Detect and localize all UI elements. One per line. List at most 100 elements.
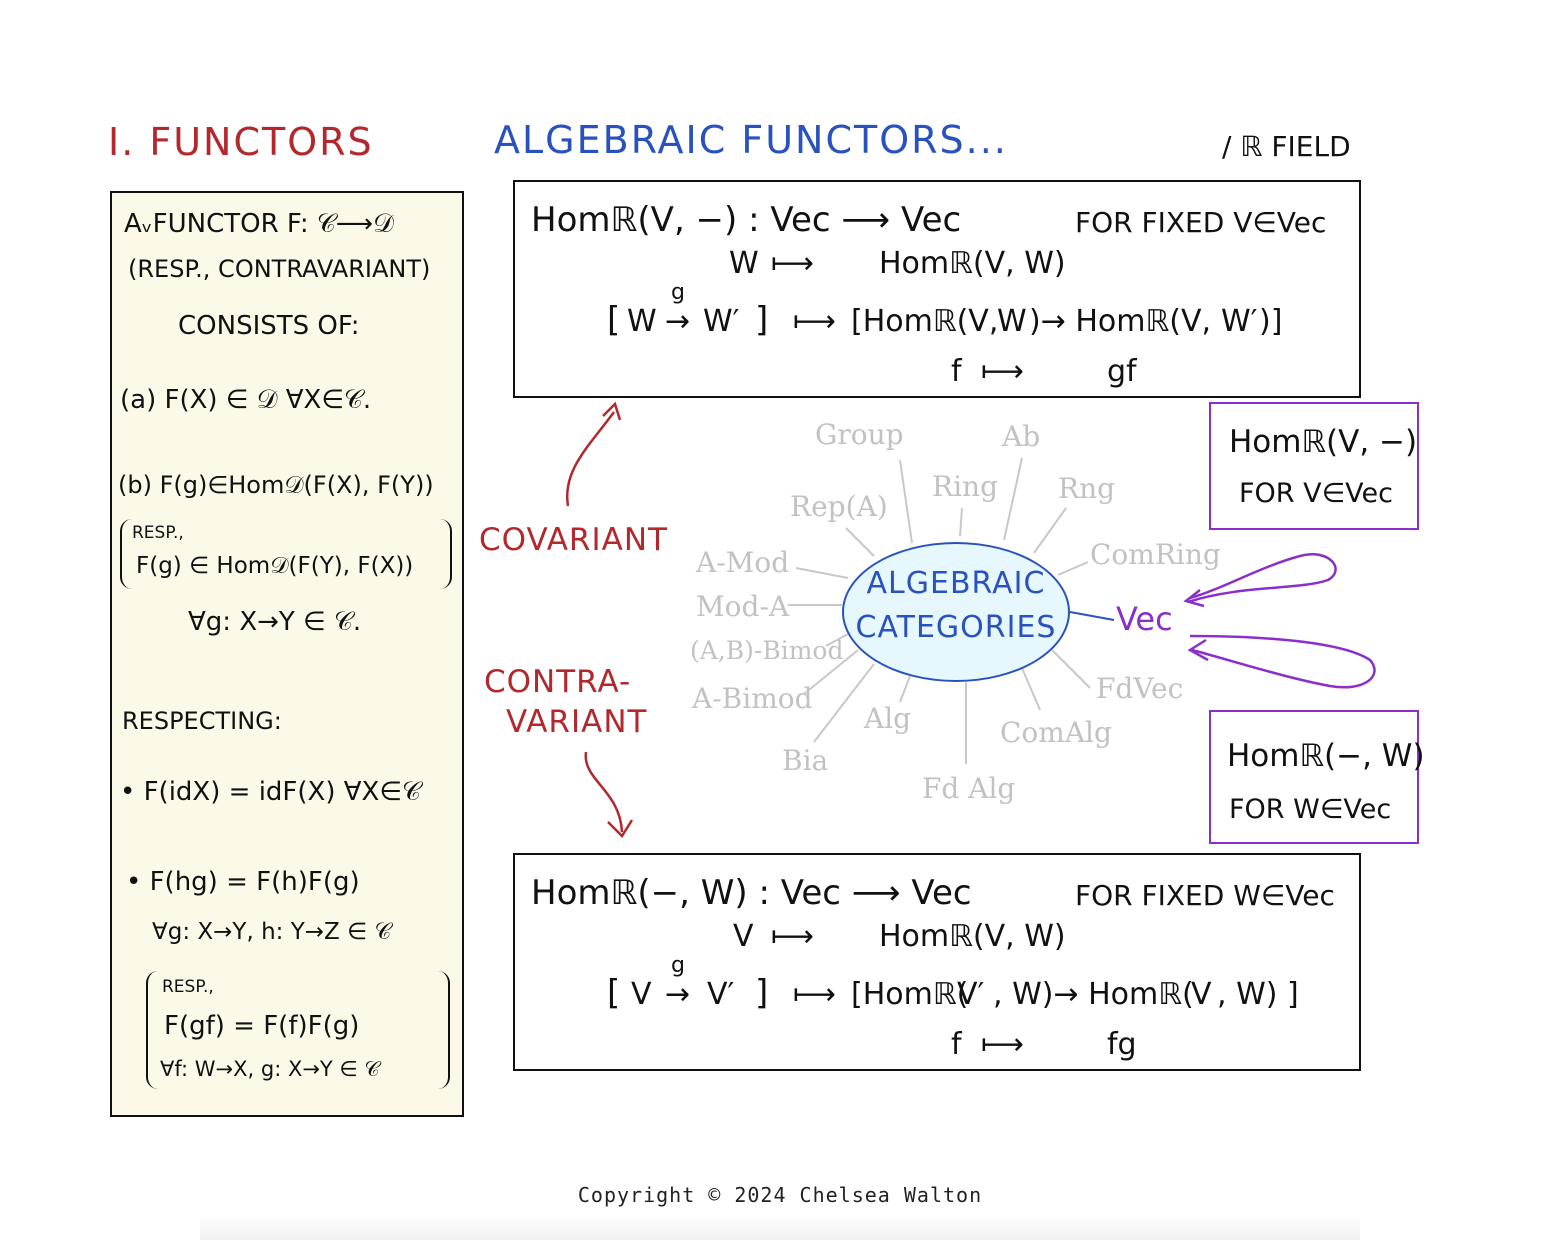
contravariant-label-line-1: CONTRA- — [484, 664, 632, 700]
category-abimod: A-Bimod — [692, 682, 813, 715]
covariant-morphism-target: W′ — [703, 304, 740, 339]
spoke-ring — [959, 507, 963, 537]
contravariant-morphism-g: g — [671, 953, 685, 978]
covariant-morphism-g: g — [671, 280, 685, 305]
contravariant-hom-target-v: V — [1191, 977, 1212, 1012]
resp-formula-2-condition: ∀f: W→X, g: X→Y ∈ 𝒞 — [160, 1057, 380, 1081]
covariant-functor: Homℝ(V, −) : Vec ⟶ Vec — [531, 200, 962, 240]
contravariant-element-maps-to: ⟼ — [981, 1027, 1025, 1062]
respecting-label: RESPECTING: — [122, 707, 282, 735]
spoke-comring — [1057, 561, 1089, 576]
copyright-notice: Copyright © 2024 Chelsea Walton — [577, 1183, 983, 1207]
category-moda: Mod-A — [696, 590, 790, 623]
contravariant-arrow-head — [607, 819, 634, 838]
covariant-loop-arrow — [1187, 553, 1337, 604]
contravariant-element-f: f — [951, 1027, 962, 1062]
category-amod: A-Mod — [696, 546, 790, 579]
contravariant-hom-source-v: V′ — [957, 977, 985, 1012]
spoke-abimod — [803, 649, 859, 695]
main-title: ALGEBRAIC FUNCTORS... — [494, 118, 1008, 162]
category-rng: Rng — [1058, 472, 1116, 505]
contravariant-bracket-close: ] — [755, 973, 769, 1013]
spoke-bia — [813, 663, 875, 743]
contravariant-hom-box: Homℝ(−, W) : Vec ⟶ Vec FOR FIXED W∈Vec V… — [513, 853, 1361, 1071]
covariant-hom-source-open: [Homℝ(V, — [851, 304, 999, 339]
covariant-hom-target-w: W′ — [1221, 304, 1258, 339]
resp-label-2: RESP., — [162, 977, 214, 997]
spoke-ab — [1003, 457, 1023, 541]
resp-formula-1: F(g) ∈ Hom𝒟(F(Y), F(X)) — [136, 553, 414, 579]
category-fdalg: Fd Alg — [922, 772, 1016, 805]
spoke-fdvec — [1051, 649, 1091, 689]
definition-line-3: CONSISTS OF: — [178, 311, 360, 341]
hub-spokes — [788, 457, 1091, 764]
contravariant-bracket-open: [ — [607, 973, 621, 1013]
contravariant-arrow — [584, 751, 624, 833]
category-ring: Ring — [932, 470, 998, 503]
resp2-paren-right — [438, 971, 450, 1089]
hub-line-2: CATEGORIES — [855, 610, 1057, 645]
spoke-rng — [1033, 507, 1067, 554]
bullet-composition: • F(hg) = F(h)F(g) — [126, 867, 360, 897]
category-vec: Vec — [1116, 600, 1173, 638]
covariant-bracket-open: [ — [607, 300, 621, 340]
covariant-loop-head — [1183, 589, 1205, 608]
spoke-bimodab — [825, 633, 849, 647]
covariant-label: COVARIANT — [479, 522, 668, 558]
resp-formula-2: F(gf) = F(f)F(g) — [164, 1011, 360, 1041]
bullet-identity: • F(idX) = idF(X) ∀X∈𝒞 — [120, 777, 421, 807]
covariant-arrow — [565, 411, 616, 507]
contravariant-hom-close: , W) ] — [1217, 977, 1299, 1012]
category-bia: Bia — [782, 744, 829, 777]
spoke-vec — [1069, 611, 1115, 621]
contravariant-functor-box: Homℝ(−, W) FOR W∈Vec — [1209, 710, 1425, 844]
covariant-hom-mid: )→ Homℝ(V, — [1029, 304, 1212, 339]
resp-paren-right — [440, 519, 452, 589]
covariant-functor-box: Homℝ(V, −) FOR V∈Vec — [1209, 402, 1419, 530]
contravariant-functor: Homℝ(−, W) : Vec ⟶ Vec — [531, 873, 972, 913]
contravariant-loop-arrow — [1189, 634, 1376, 689]
resp2-paren-left — [146, 971, 158, 1089]
spoke-amod — [795, 567, 849, 579]
covariant-functor-box-line-2: FOR V∈Vec — [1239, 478, 1393, 509]
covariant-morphism-source: W — [627, 304, 657, 339]
forall-g: ∀g: X→Y ∈ 𝒞. — [188, 607, 362, 637]
covariant-bracket-close: ] — [755, 300, 769, 340]
resp-paren-left — [120, 519, 132, 589]
bottom-shade — [200, 1215, 1360, 1240]
covariant-element-maps-to: ⟼ — [981, 354, 1025, 389]
spoke-group — [899, 459, 913, 544]
contravariant-fixed-note: FOR FIXED W∈Vec — [1075, 879, 1335, 912]
section-title: I. FUNCTORS — [108, 120, 374, 164]
covariant-hom-close: )] — [1259, 304, 1283, 339]
covariant-hom-box: Homℝ(V, −) : Vec ⟶ Vec FOR FIXED V∈Vec W… — [513, 180, 1361, 398]
covariant-hom-source-w: W — [997, 304, 1027, 339]
bullet-composition-condition: ∀g: X→Y, h: Y→Z ∈ 𝒞 — [152, 919, 392, 945]
contravariant-element-fg: fg — [1107, 1027, 1137, 1062]
contravariant-label-line-2: VARIANT — [506, 704, 648, 740]
category-alg: Alg — [864, 702, 912, 735]
field-note: / ℝ FIELD — [1222, 130, 1351, 163]
contravariant-morphism-arrow: → — [665, 977, 691, 1012]
covariant-element-f: f — [951, 354, 962, 389]
covariant-arrow-head — [602, 401, 622, 421]
spoke-alg — [899, 675, 911, 703]
category-fdvec: FdVec — [1096, 672, 1184, 705]
functor-definition-box: AᵥFUNCTOR F: 𝒞⟶𝒟 (RESP., CONTRAVARIANT) … — [110, 191, 464, 1117]
covariant-morphism-maps-to: ⟼ — [793, 304, 837, 339]
contravariant-hom-source-open: [Homℝ( — [851, 977, 969, 1012]
spoke-comalg — [1021, 667, 1041, 711]
definition-line-1: AᵥFUNCTOR F: 𝒞⟶𝒟 — [124, 209, 394, 239]
contravariant-morphism-source: V — [631, 977, 652, 1012]
definition-item-b: (b) F(g)∈Hom𝒟(F(X), F(Y)) — [118, 471, 434, 499]
contravariant-functor-box-line-2: FOR W∈Vec — [1229, 794, 1392, 825]
contravariant-hom-mid: , W)→ Homℝ( — [993, 977, 1194, 1012]
covariant-functor-box-line-1: Homℝ(V, −) — [1229, 424, 1418, 460]
hub-line-1: ALGEBRAIC — [866, 566, 1046, 601]
category-ab: Ab — [1002, 420, 1041, 453]
definition-item-a: (a) F(X) ∈ 𝒟 ∀X∈𝒞. — [120, 385, 372, 415]
contravariant-morphism-maps-to: ⟼ — [793, 977, 837, 1012]
resp-label-1: RESP., — [132, 523, 184, 543]
definition-line-2: (RESP., CONTRAVARIANT) — [128, 255, 431, 283]
